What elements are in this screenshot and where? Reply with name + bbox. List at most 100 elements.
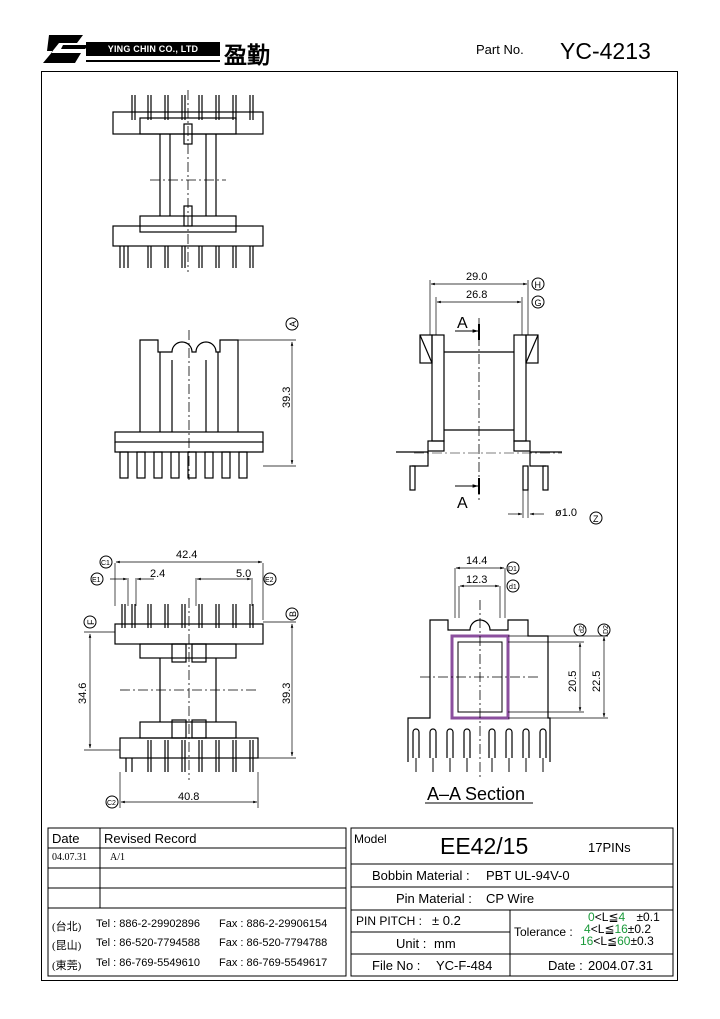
dim-pin-dia: ø1.0 — [555, 507, 577, 519]
callout-f-label: F — [86, 619, 96, 625]
dim-front-height: 39.3 — [281, 387, 293, 408]
pin-material-label: Pin Material : — [396, 891, 472, 906]
dim-5-0: 5.0 — [236, 568, 251, 580]
callout-z-circle — [589, 511, 603, 525]
callout-d2-lower-circle — [573, 623, 587, 637]
callout-d1-upper-circle — [506, 561, 520, 575]
tolerance-3-rel: <L≦ — [593, 934, 618, 948]
callout-d1-lower-label: d1 — [509, 584, 517, 591]
callout-h-label: H — [535, 280, 542, 290]
dim-39-3: 39.3 — [281, 683, 293, 704]
callout-e1-circle — [90, 572, 104, 586]
model-value: EE42/15 — [440, 833, 529, 859]
dim-20-5: 20.5 — [567, 671, 579, 692]
contact-1-city: (台北) — [52, 921, 82, 933]
contact-1-tel: Tel : 886-2-29902896 — [96, 918, 200, 930]
tolerance-2-lo: 4 — [584, 922, 591, 936]
callout-a-label: A — [288, 321, 298, 327]
callout-d1-upper-label: D1 — [508, 566, 517, 573]
callout-b-label: B — [288, 611, 298, 617]
part-no-label: Part No. — [476, 42, 524, 57]
bobbin-material-label: Bobbin Material : — [372, 868, 470, 883]
tolerance-2-rel: <L≦ — [590, 922, 615, 936]
tolerance-1-tol: ±0.1 — [636, 910, 660, 924]
pin-pitch-label: PIN PITCH : — [356, 914, 423, 928]
dim-12-3: 12.3 — [466, 574, 487, 586]
side-view — [396, 280, 562, 518]
revision-date-header: Date — [52, 831, 80, 846]
top-view-lower-pins — [119, 246, 254, 268]
contact-3-tel: Tel : 86-769-5549610 — [96, 957, 200, 969]
model-pins: 17PINs — [588, 840, 631, 855]
tolerance-label: Tolerance : — [514, 925, 573, 939]
model-table-grid — [350, 827, 674, 977]
dim-22-5: 22.5 — [591, 671, 603, 692]
callout-z-label: Z — [593, 514, 599, 524]
contact-3-city: (東莞) — [52, 960, 82, 972]
callout-e2-label: E2 — [265, 577, 274, 584]
company-name-en: YING CHIN CO., LTD — [86, 42, 220, 56]
callout-f-circle — [83, 615, 97, 629]
callout-d2-upper-circle — [597, 623, 611, 637]
callout-c2-circle — [105, 795, 119, 809]
front-view-pins — [119, 451, 248, 479]
bobbin-material-value: PBT UL-94V-0 — [486, 868, 570, 883]
tolerance-2-hi: 16 — [614, 922, 628, 936]
section-pins — [412, 728, 547, 758]
callout-c2-label: C2 — [107, 800, 116, 807]
callout-c1-label: C1 — [101, 560, 110, 567]
callout-d2-upper-label: D2 — [603, 625, 610, 634]
top-view-upper-pins — [131, 95, 254, 120]
tolerance-2-tol: ±0.2 — [627, 922, 652, 936]
bottom-view — [84, 560, 296, 808]
drawing-frame — [41, 71, 678, 981]
callout-g-label: G — [535, 298, 542, 308]
revision-row-1-record: A/1 — [110, 852, 125, 863]
contact-2-city: (昆山) — [52, 940, 82, 952]
callout-b-circle — [285, 607, 299, 621]
dim-14-4: 14.4 — [466, 555, 487, 567]
callout-d2-lower-label: d2 — [579, 625, 586, 633]
contact-1-fax: Fax : 886-2-29906154 — [219, 918, 328, 930]
callout-h-circle — [531, 277, 545, 291]
callout-a-circle — [285, 317, 299, 331]
callout-d1-lower-circle — [506, 579, 520, 593]
section-arrow-label-bottom: A — [457, 495, 468, 512]
front-view — [114, 330, 296, 480]
section-view — [407, 566, 608, 804]
dim-2-4: 2.4 — [150, 568, 165, 580]
contact-3-fax: Fax : 86-769-5549617 — [219, 957, 328, 969]
tolerance-1-hi: 4 — [618, 910, 626, 924]
dim-29: 29.0 — [466, 271, 487, 283]
tolerance-3-lo: 16 — [580, 934, 594, 948]
tolerance-row-1: 0<L≦4 ±0.1 — [588, 911, 660, 923]
contact-2-fax: Fax : 86-520-7794788 — [219, 937, 328, 949]
part-no-value: YC-4213 — [560, 38, 651, 64]
file-no-label: File No : — [372, 958, 421, 973]
tolerance-row-2: 4<L≦16±0.2 — [584, 923, 651, 935]
section-title: A–A Section — [427, 784, 525, 804]
dim-26-8: 26.8 — [466, 289, 487, 301]
company-logo — [43, 35, 89, 63]
bottom-view-lower-pins — [125, 740, 254, 772]
section-arrow-label-top: A — [457, 315, 468, 332]
callout-e1-label: E1 — [92, 577, 101, 584]
tolerance-1-lo: 0 — [588, 910, 595, 924]
unit-label: Unit : — [396, 936, 427, 951]
revision-row-1-date: 04.07.31 — [52, 852, 87, 863]
dim-42-4: 42.4 — [176, 549, 197, 561]
title-header: YING CHIN CO., LTD 盈勤 Part No. YC-4213 — [0, 0, 720, 75]
tolerance-3-hi: 60 — [617, 934, 631, 948]
pin-material-value: CP Wire — [486, 891, 535, 906]
tolerance-1-rel: <L≦ — [594, 910, 619, 924]
revision-table-grid — [47, 827, 347, 977]
model-label: Model — [354, 832, 387, 846]
dim-34-6: 34.6 — [77, 683, 89, 704]
drawing-date-value: 2004.07.31 — [588, 958, 654, 973]
tolerance-3-tol: ±0.3 — [630, 934, 654, 948]
top-view — [112, 90, 264, 272]
callout-e2-circle — [263, 572, 277, 586]
pin-pitch-value: ± 0.2 — [432, 913, 461, 928]
logo-underline — [86, 60, 220, 62]
